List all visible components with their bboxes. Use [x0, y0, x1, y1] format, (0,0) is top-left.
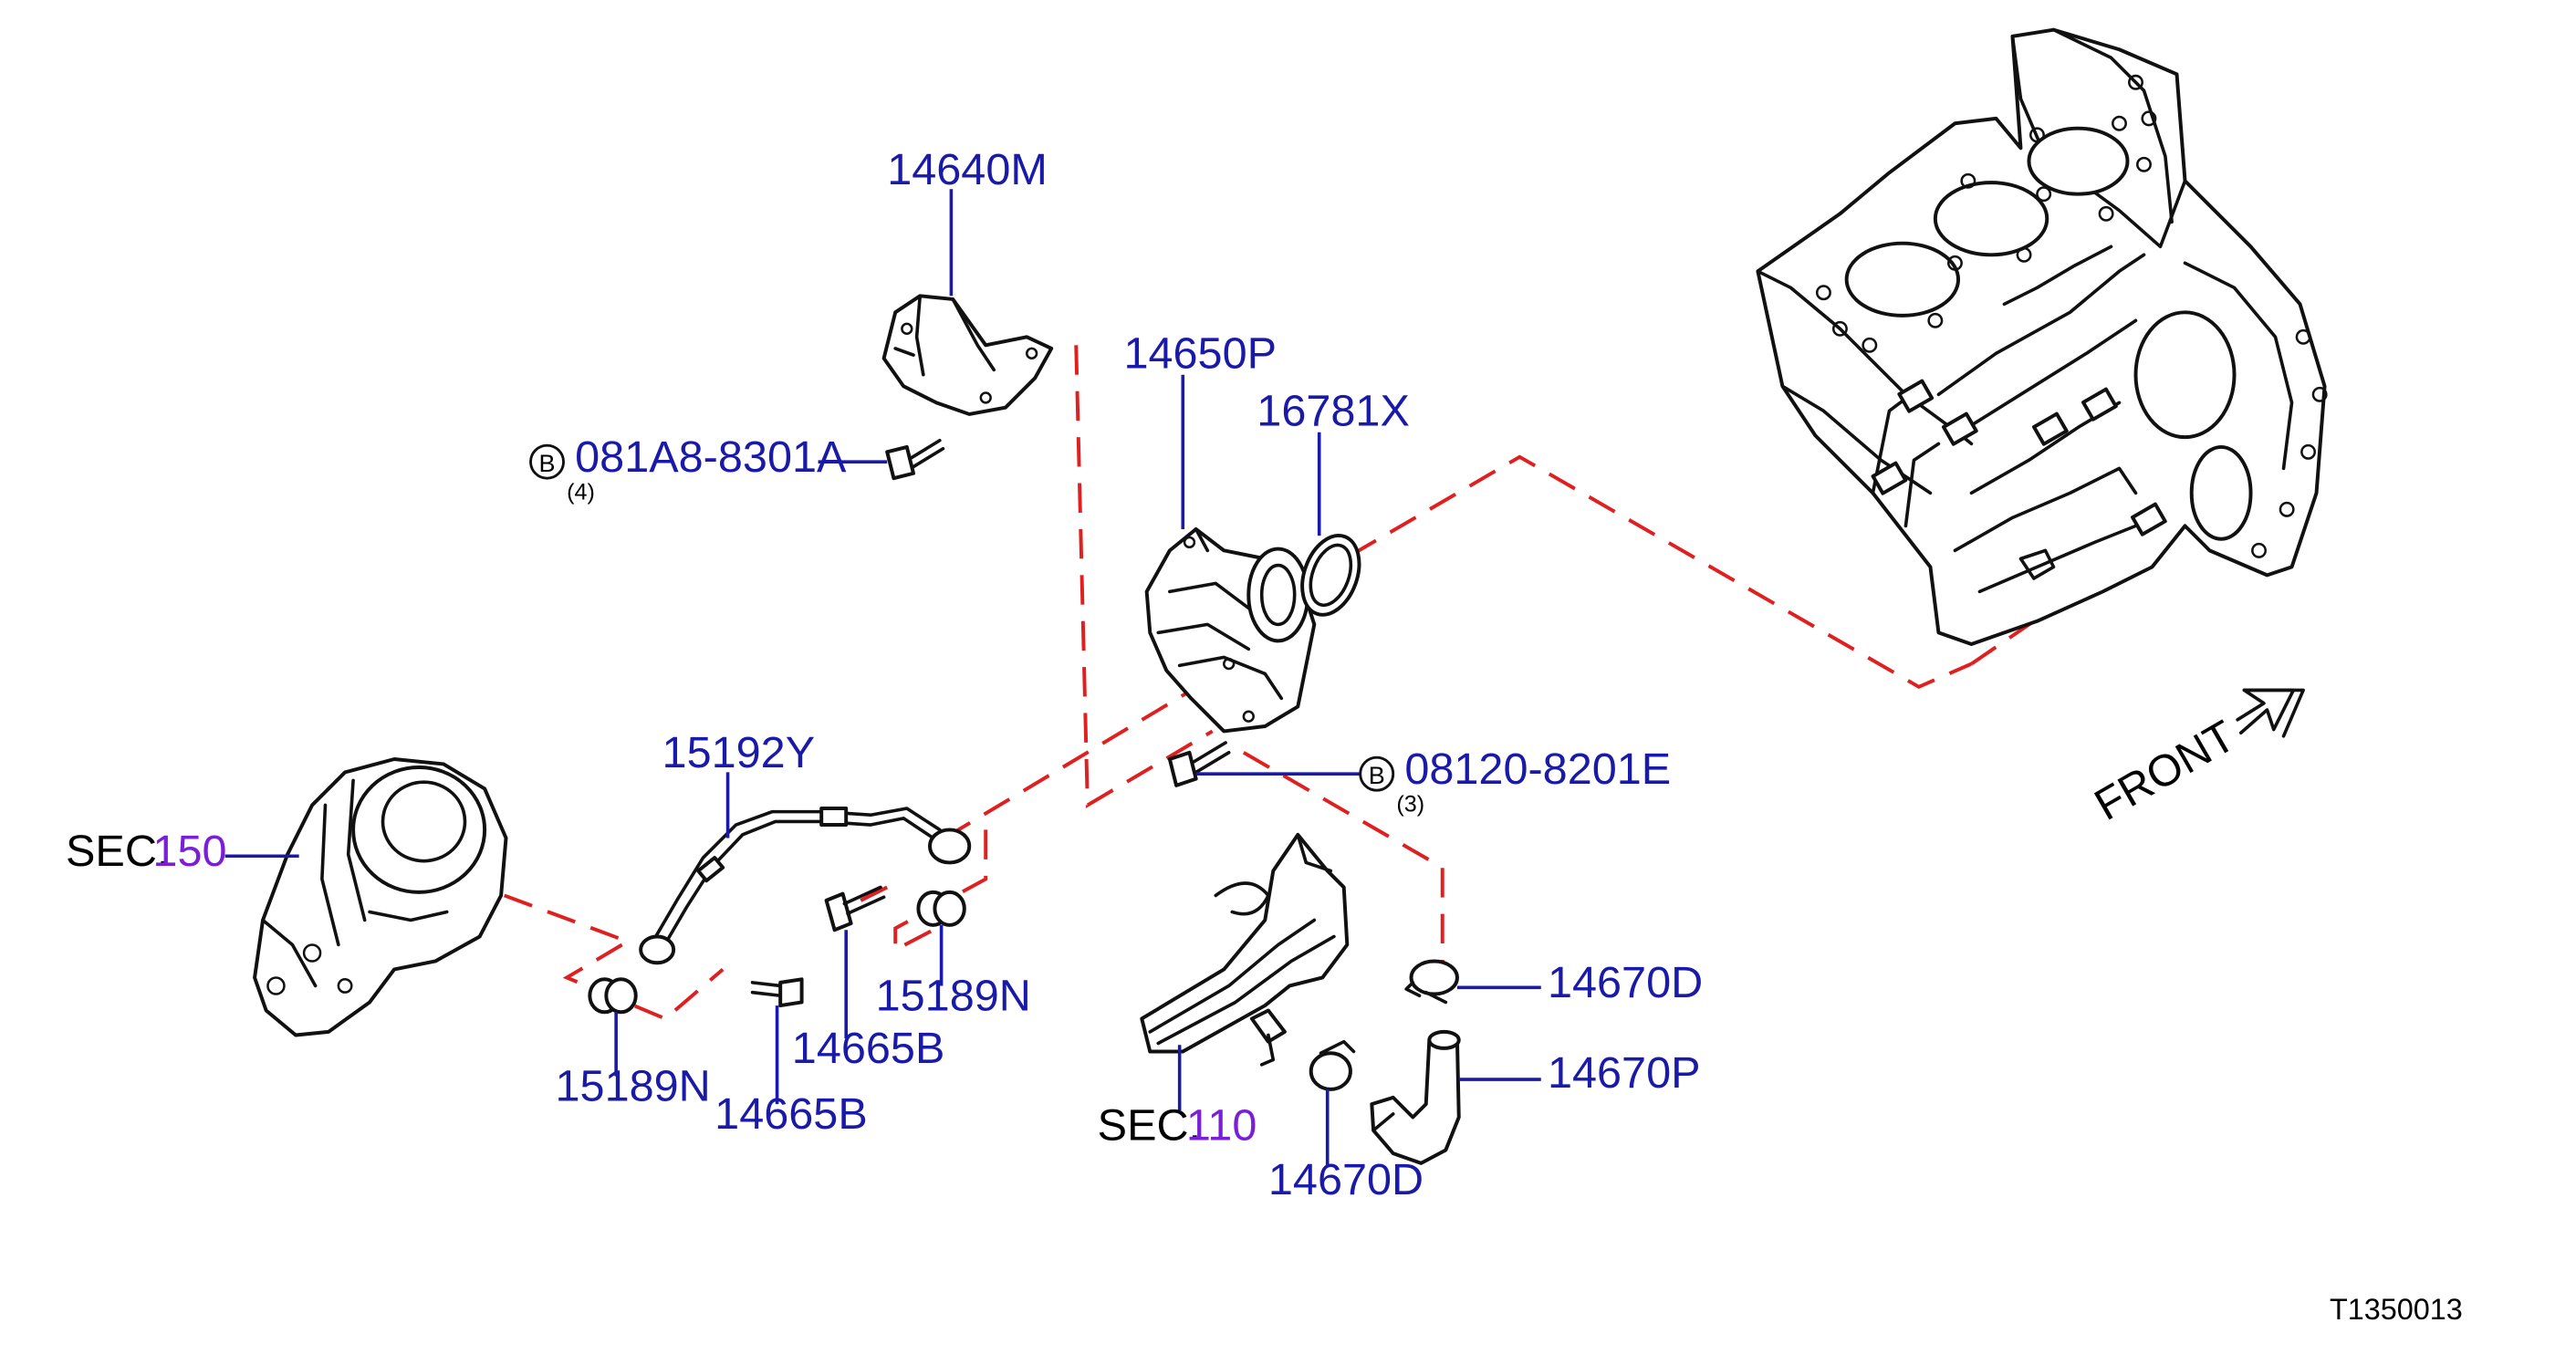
o-ring-illustration [1300, 533, 1361, 617]
heat-shield-illustration [881, 294, 1054, 416]
label-15189N-right[interactable]: 15189N [876, 971, 1031, 1020]
oil-tube-illustration [639, 807, 972, 965]
label-14665B-upper[interactable]: 14665B [792, 1024, 945, 1073]
label-08120-8201E[interactable]: 08120-8201E [1404, 745, 1671, 794]
turbocharger-illustration [253, 757, 508, 1037]
label-15192Y[interactable]: 15192Y [662, 728, 816, 777]
vacuum-pump-illustration [1144, 526, 1317, 734]
bracket-illustration [1140, 832, 1350, 1067]
hose-clamp-lower-illustration [1309, 1039, 1356, 1091]
gasket-right-illustration [916, 890, 966, 927]
qty-08120-8201E: (3) [1396, 792, 1424, 818]
marker-b-letter: B [539, 450, 556, 477]
label-14640M[interactable]: 14640M [887, 145, 1048, 194]
sec-150-prefix: SEC. [66, 827, 169, 876]
front-arrow-icon [2236, 688, 2305, 738]
sec-110-number[interactable]: 110 [1186, 1101, 1257, 1151]
qty-081A8-8301A: (4) [567, 480, 595, 505]
hose-illustration [1370, 1029, 1461, 1165]
label-14670D-upper[interactable]: 14670D [1548, 958, 1703, 1007]
engine-block-illustration [1756, 27, 2328, 646]
hose-clamp-upper-illustration [1404, 959, 1459, 1005]
bolt-08120-illustration [1167, 741, 1231, 787]
label-081A8-8301A[interactable]: 081A8-8301A [575, 432, 847, 482]
diagram-id: T1350013 [2330, 1293, 2463, 1326]
marker-b-icon-2 [1359, 755, 1395, 792]
eye-bolt-lower-illustration [750, 977, 804, 1008]
label-15189N-left[interactable]: 15189N [556, 1061, 711, 1110]
marker-b-icon [529, 443, 565, 480]
sec-150-number[interactable]: 150 [152, 827, 226, 876]
marker-b-letter-2: B [1369, 762, 1385, 789]
sec-110-prefix: SEC. [1098, 1101, 1201, 1151]
label-14670P[interactable]: 14670P [1548, 1048, 1701, 1098]
label-14670D-lower[interactable]: 14670D [1268, 1155, 1424, 1204]
bolt-081A8-illustration [885, 438, 945, 481]
label-14665B-lower[interactable]: 14665B [714, 1089, 868, 1139]
label-14650P[interactable]: 14650P [1123, 329, 1277, 379]
label-16781X[interactable]: 16781X [1257, 387, 1410, 436]
front-label: FRONT [2087, 711, 2244, 829]
gasket-left-illustration [588, 977, 638, 1015]
eye-bolt-upper-illustration [824, 885, 886, 932]
